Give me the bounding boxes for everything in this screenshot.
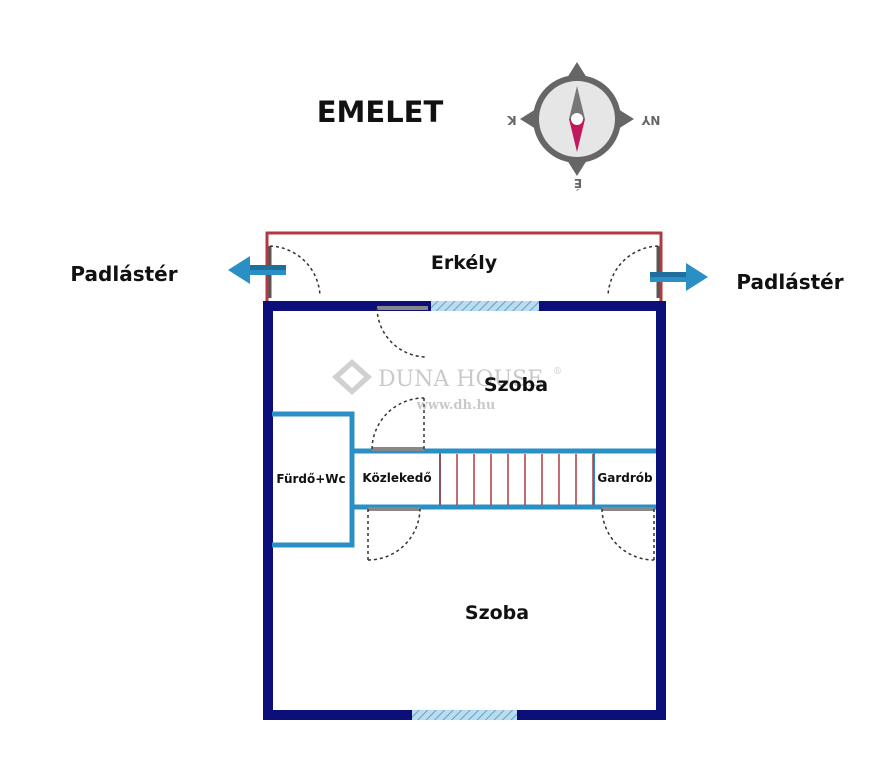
window-top [431,301,539,311]
room-upper-door [376,306,428,358]
window-bottom [412,710,517,720]
compass-east-label: K [507,113,517,127]
floor-title: EMELET [317,95,444,129]
corridor-door-upper [371,397,425,451]
room-label-bathroom: Fürdő+Wc [276,472,345,486]
room-label-wardrobe: Gardrób [597,471,653,485]
bathroom-walls [272,411,355,548]
watermark-url: www.dh.hu [416,398,496,413]
room-label-upper: Szoba [484,374,548,396]
wardrobe-door [601,507,655,561]
compass-needle-north [569,86,585,119]
watermark: DUNA HOUSE ® www.dh.hu [332,359,562,413]
watermark-brand: DUNA HOUSE [378,367,543,392]
attic-label-left: Padlástér [70,262,177,286]
attic-label-right: Padlástér [736,270,843,294]
compass-west-label: NY [641,113,660,127]
room-label-corridor: Közlekedő [362,471,431,485]
compass-needle-south [569,119,585,152]
compass-north-label: É [574,176,582,191]
arrow-left-icon [228,256,286,284]
arrow-right-icon [650,263,708,291]
duna-house-logo-icon [332,359,372,395]
watermark-registered: ® [553,367,562,377]
compass-icon: K NY É [507,62,660,191]
room-label-balcony: Erkély [431,252,498,274]
room-label-lower: Szoba [465,602,529,624]
corridor-door-lower [367,507,421,561]
staircase [439,454,594,505]
